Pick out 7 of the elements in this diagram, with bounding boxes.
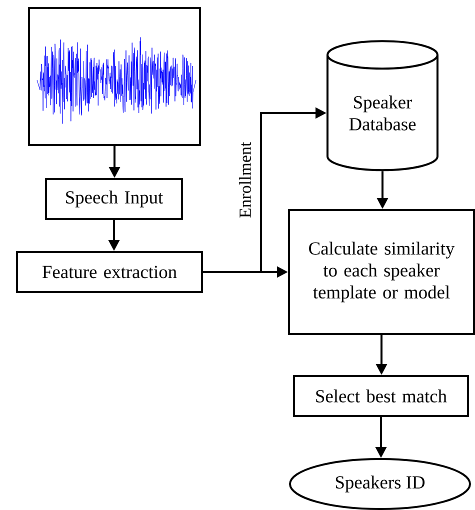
process-box: Calculate similarity to each speaker template or model — [288, 209, 475, 335]
picture-frame — [28, 7, 201, 146]
process-box: Select best match — [293, 375, 469, 417]
process-box: Speech Input — [45, 178, 183, 220]
edge-label: Enrollment — [239, 142, 251, 218]
process-box: Feature extraction — [16, 251, 203, 293]
database-cylinder: Speaker Database — [326, 40, 438, 172]
